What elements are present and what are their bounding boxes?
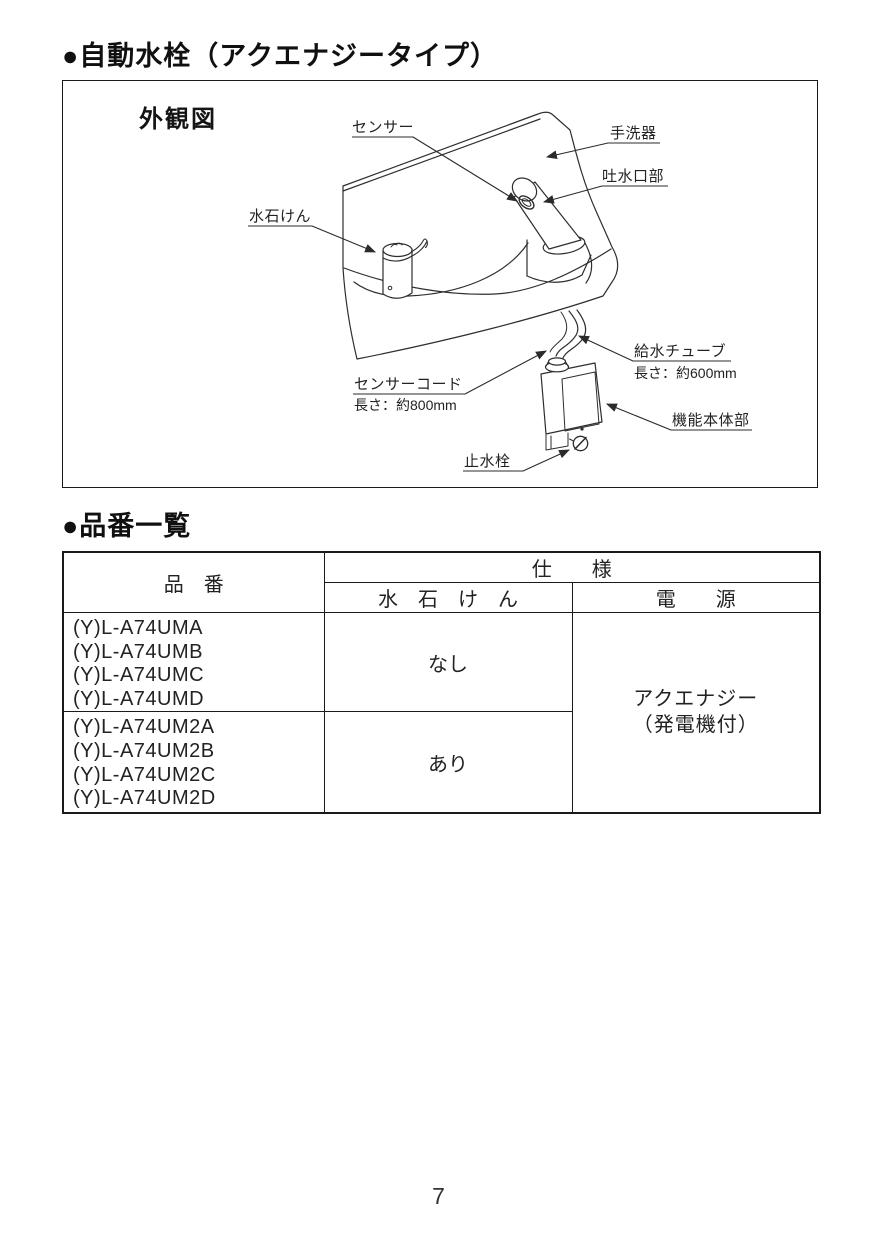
header-soap: 水 石 け ん <box>323 582 573 613</box>
part-number: (Y)L-A74UMB <box>73 640 203 663</box>
part-number: (Y)L-A74UMA <box>73 617 203 639</box>
power-line-2: （発電機付） <box>632 714 759 737</box>
label-soap-dispenser: 水石けん <box>249 208 312 225</box>
label-function-unit: 機能本体部 <box>672 412 750 429</box>
part-number: (Y)L-A74UM2D <box>73 787 216 810</box>
label-hand-basin: 手洗器 <box>610 125 657 142</box>
label-sensor: センサー <box>352 119 415 136</box>
diagram-title: 外観図 <box>139 106 217 133</box>
part-number: (Y)L-A74UMC <box>73 664 205 687</box>
header-part-no: 品 番 <box>62 551 325 613</box>
section-title-auto-faucet: ●自動水栓（アクエナジータイプ） <box>62 41 498 71</box>
part-number: (Y)L-A74UM2C <box>73 763 216 786</box>
header-power: 電 源 <box>571 582 821 613</box>
label-supply-tube-length: 長さ：約600mm <box>634 365 737 381</box>
label-supply-tube: 給水チューブ <box>634 343 727 360</box>
page-number: 7 <box>432 1183 445 1209</box>
part-number-table: 品 番 仕 様 水 石 け ん 電 源 (Y)L-A74UMA (Y)L-A74… <box>62 551 821 814</box>
part-number: (Y)L-A74UM2A <box>73 716 215 739</box>
label-sensor-cord-length: 長さ：約800mm <box>354 397 457 413</box>
part-number: (Y)L-A74UM2B <box>73 739 215 762</box>
label-sensor-cord: センサーコード <box>354 376 463 393</box>
soap-value-group-1: なし <box>323 611 573 713</box>
power-line-1: アクエナジー <box>633 688 759 711</box>
part-numbers-group-1: (Y)L-A74UMA (Y)L-A74UMB (Y)L-A74UMC (Y)L… <box>62 611 325 713</box>
part-number: (Y)L-A74UMD <box>73 687 205 710</box>
soap-value-group-2: あり <box>323 711 573 814</box>
label-stop-valve: 止水栓 <box>464 453 511 470</box>
header-spec: 仕 様 <box>323 551 821 583</box>
power-value: アクエナジー （発電機付） <box>571 611 821 814</box>
label-spout: 吐水口部 <box>602 168 665 185</box>
sink-line-drawing <box>248 111 752 472</box>
part-numbers-group-2: (Y)L-A74UM2A (Y)L-A74UM2B (Y)L-A74UM2C (… <box>62 711 325 814</box>
section-title-part-list: ●品番一覧 <box>62 511 192 541</box>
